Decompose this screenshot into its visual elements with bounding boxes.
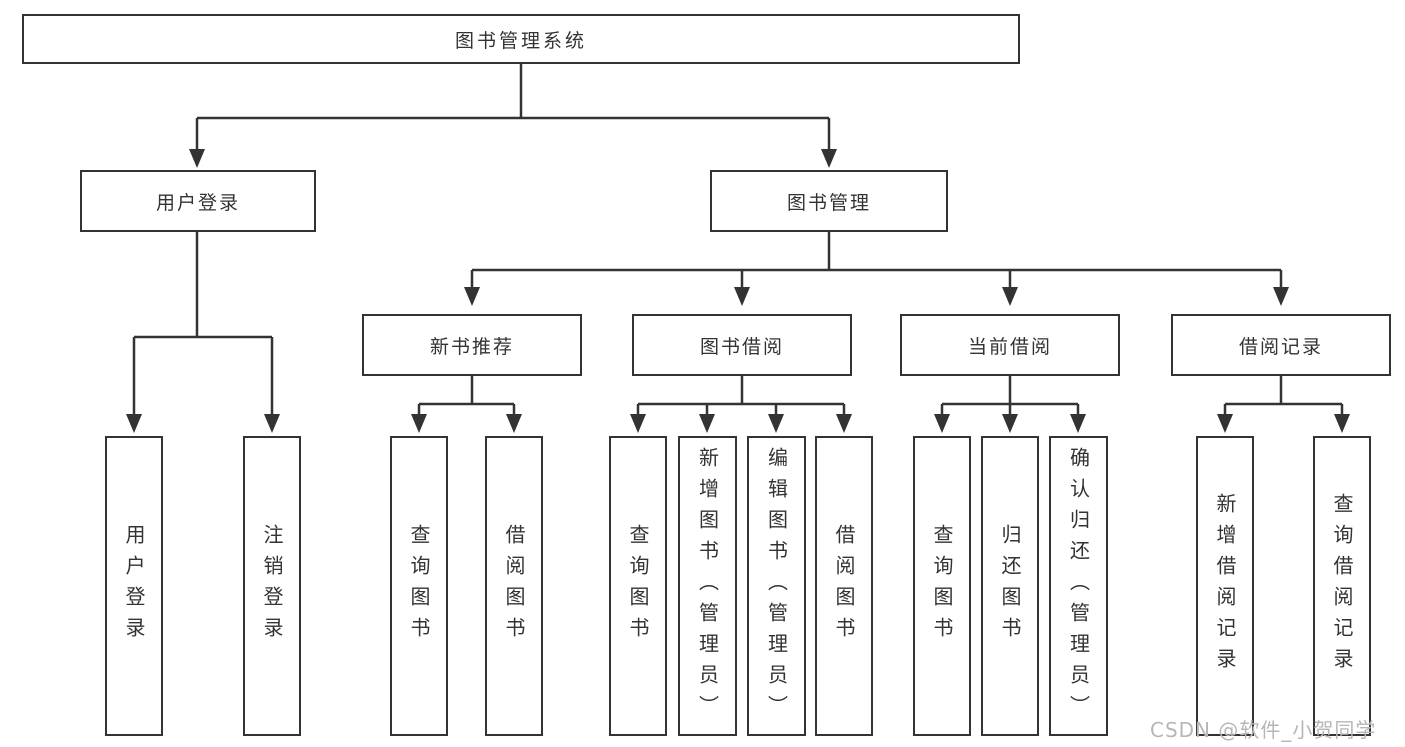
leaf-query-books-borrow: 查询图书	[609, 436, 667, 736]
leaf-label: 查询借阅记录	[1330, 493, 1354, 679]
leaf-add-books-admin: 新增图书（管理员）	[678, 436, 737, 736]
leaf-label: 查询图书	[626, 524, 650, 648]
leaf-label: 借阅图书	[832, 524, 856, 648]
node-current-borrow: 当前借阅	[900, 314, 1120, 376]
node-label: 图书管理系统	[454, 29, 587, 52]
leaf-logout: 注销登录	[243, 436, 301, 736]
leaf-borrow-books-recommend: 借阅图书	[485, 436, 543, 736]
node-label: 当前借阅	[967, 335, 1052, 358]
leaf-label: 确认归还（管理员）	[1066, 446, 1091, 726]
leaf-label: 编辑图书（管理员）	[764, 446, 789, 726]
leaf-query-borrow-record: 查询借阅记录	[1313, 436, 1371, 736]
leaf-label: 查询图书	[407, 524, 431, 648]
csdn-watermark: CSDN @软件_小贺同学	[1150, 718, 1377, 742]
node-label: 借阅记录	[1238, 335, 1323, 358]
node-new-book-recommend: 新书推荐	[362, 314, 582, 376]
leaf-label: 借阅图书	[502, 524, 526, 648]
leaf-return-books: 归还图书	[981, 436, 1039, 736]
leaf-add-borrow-record: 新增借阅记录	[1196, 436, 1254, 736]
node-borrow-records: 借阅记录	[1171, 314, 1391, 376]
node-book-borrow: 图书借阅	[632, 314, 852, 376]
node-library-system-root: 图书管理系统	[22, 14, 1020, 64]
leaf-label: 注销登录	[260, 524, 284, 648]
node-user-login: 用户登录	[80, 170, 316, 232]
leaf-query-books-recommend: 查询图书	[390, 436, 448, 736]
leaf-borrow-books: 借阅图书	[815, 436, 873, 736]
node-label: 图书管理	[786, 191, 871, 214]
leaf-user-login: 用户登录	[105, 436, 163, 736]
node-label: 新书推荐	[429, 335, 514, 358]
leaf-edit-books-admin: 编辑图书（管理员）	[747, 436, 806, 736]
node-label: 用户登录	[155, 191, 240, 214]
leaf-label: 新增图书（管理员）	[695, 446, 720, 726]
leaf-label: 新增借阅记录	[1213, 493, 1237, 679]
node-book-management: 图书管理	[710, 170, 948, 232]
node-label: 图书借阅	[699, 335, 784, 358]
leaf-label: 用户登录	[122, 524, 146, 648]
leaf-label: 查询图书	[930, 524, 954, 648]
leaf-confirm-return-admin: 确认归还（管理员）	[1049, 436, 1108, 736]
leaf-label: 归还图书	[998, 524, 1022, 648]
leaf-query-books-current: 查询图书	[913, 436, 971, 736]
